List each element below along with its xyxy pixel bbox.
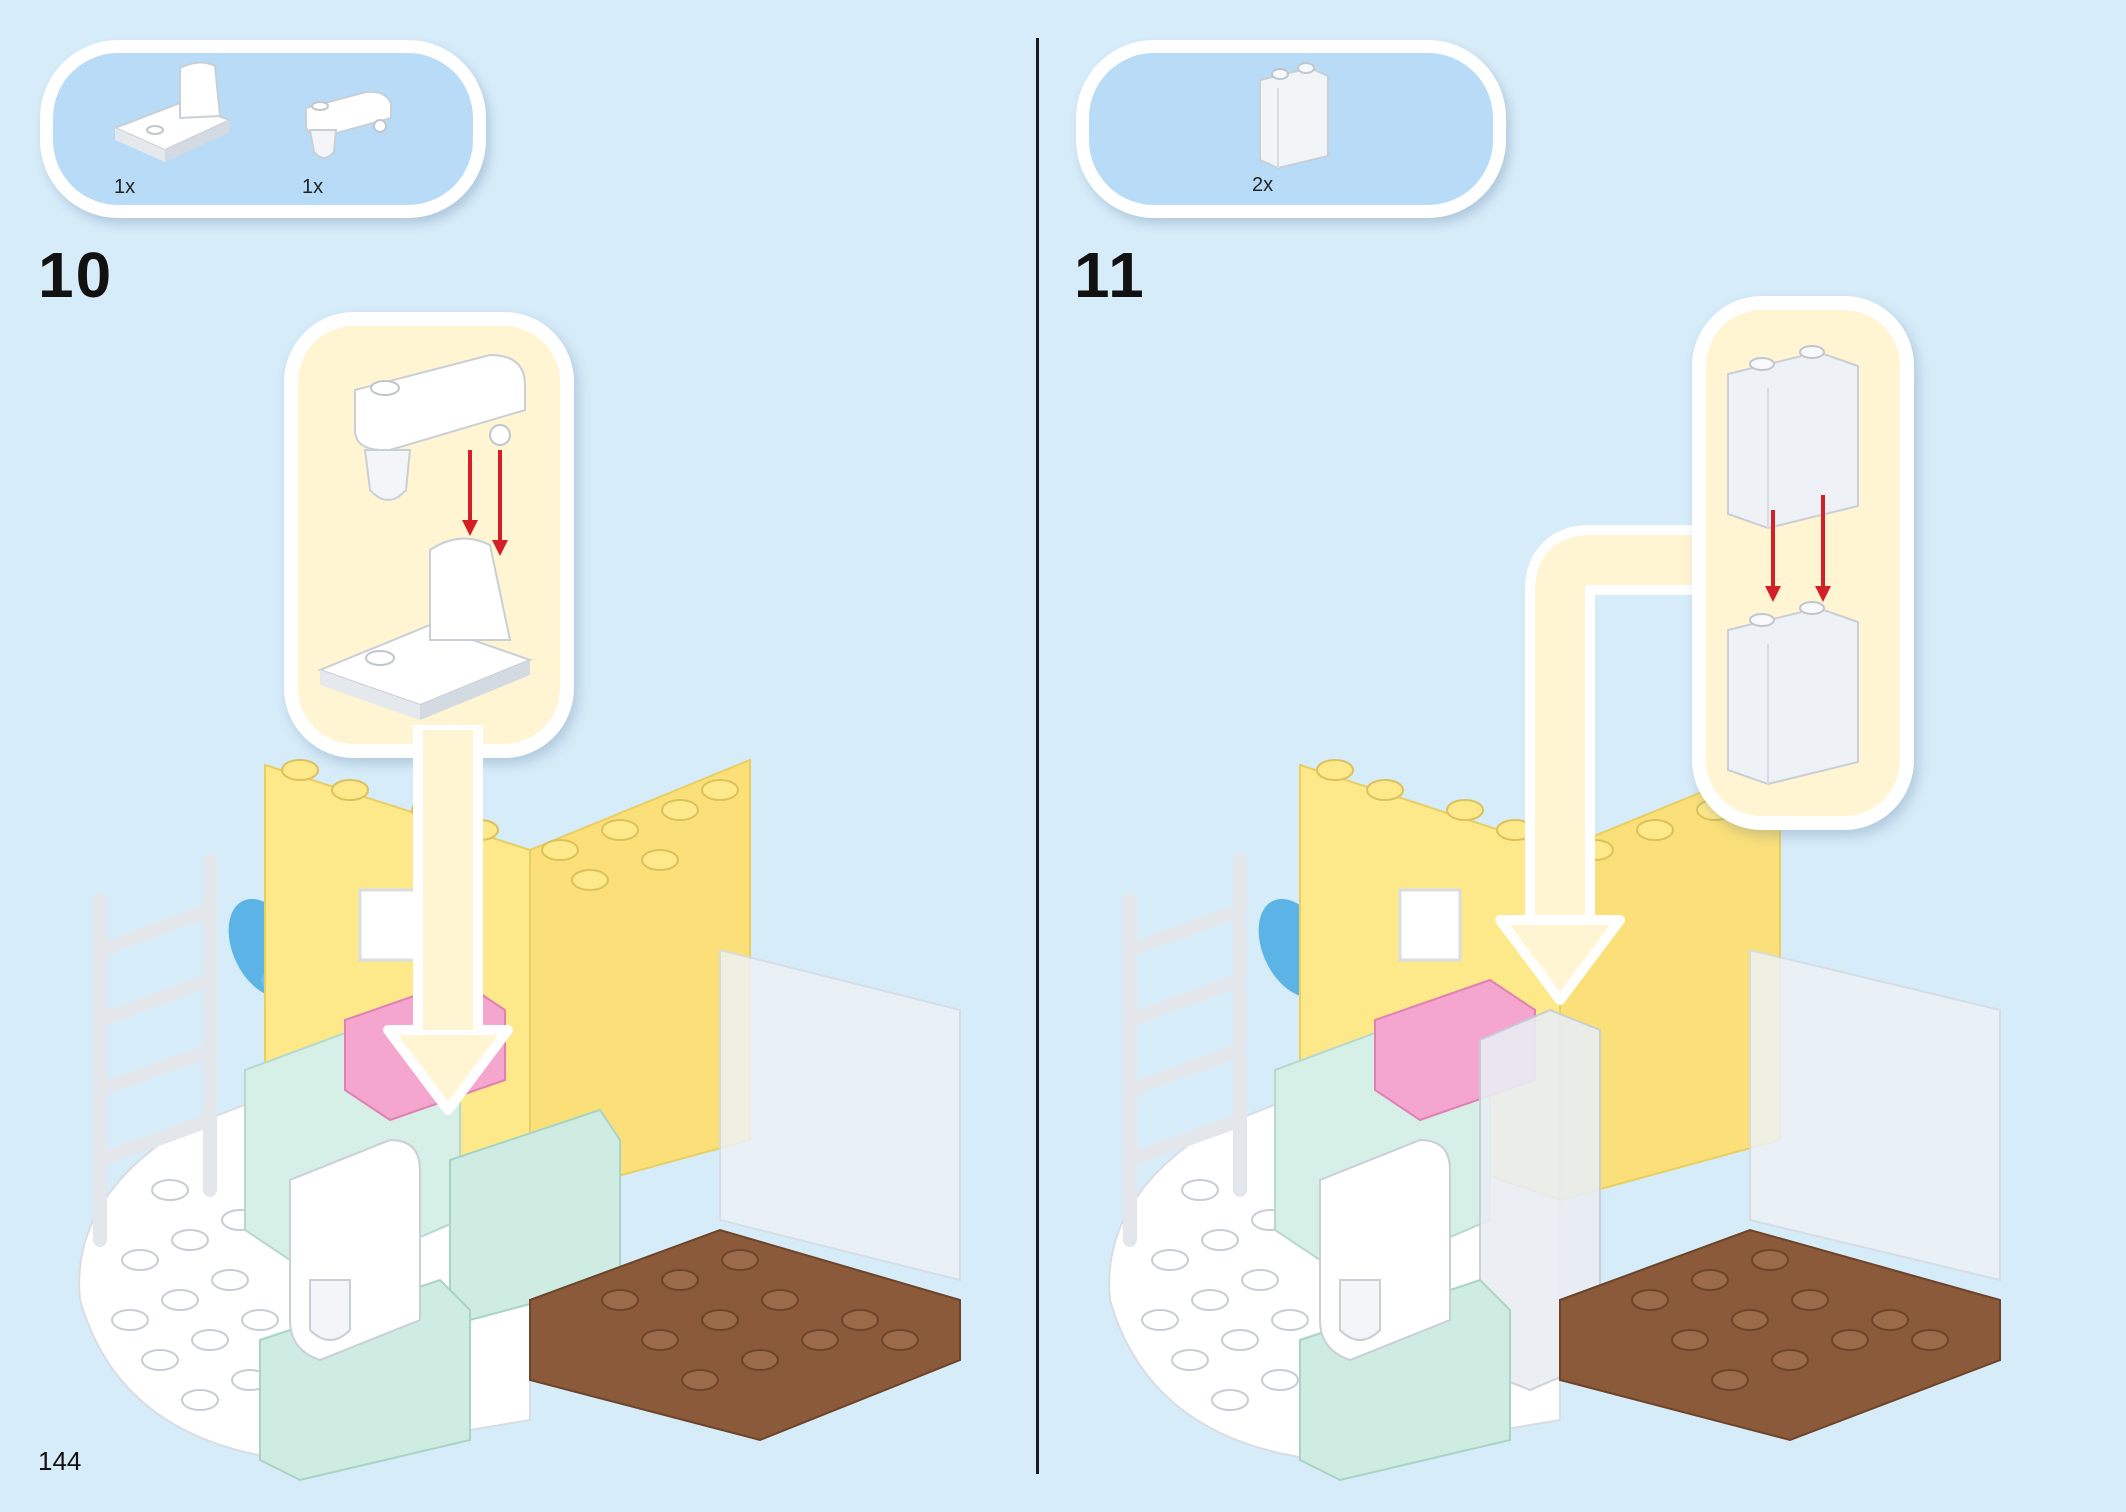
mixer-head-part-icon [305, 90, 392, 159]
step-10-parts-box [40, 40, 486, 218]
step-10-callout-connector [383, 725, 513, 1115]
transparent-brick-qty: 2x [1252, 174, 1274, 196]
step-11-callout-brick-stack [1727, 345, 1859, 786]
step-divider [1036, 38, 1039, 1474]
step-11-scene [1108, 758, 2001, 1482]
page-number: 144 [38, 1446, 82, 1476]
step-10-scene [78, 758, 961, 1482]
step-10-number: 10 [38, 239, 114, 311]
step-11-callout-connector [1495, 525, 1710, 1005]
step-11-number: 11 [1074, 239, 1146, 311]
step-10-callout-mixer-assembly [317, 353, 533, 720]
mixer-base-part-icon [112, 61, 233, 162]
mixer-head-qty: 1x [302, 176, 324, 198]
transparent-brick-part-icon [1259, 62, 1329, 170]
mixer-base-qty: 1x [114, 176, 136, 198]
